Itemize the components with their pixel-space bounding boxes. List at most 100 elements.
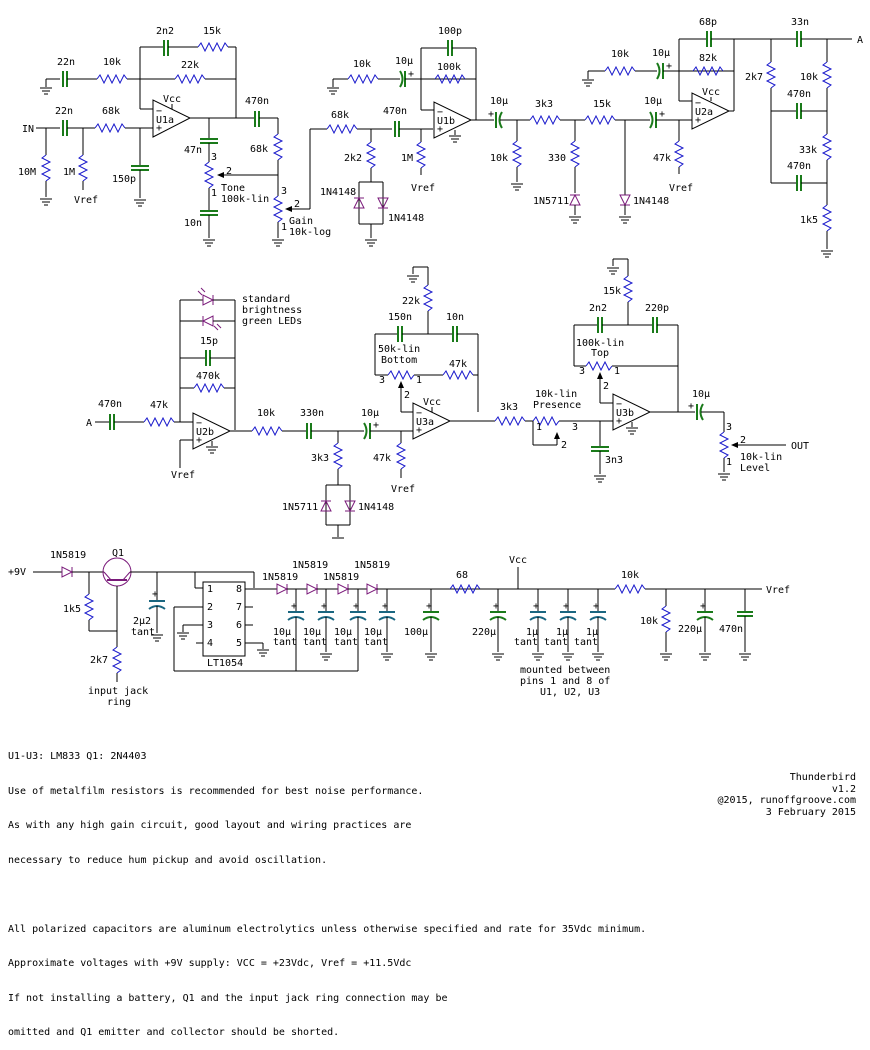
res-100k: 100k	[437, 62, 461, 73]
gain-pot-name[interactable]: Gain	[289, 216, 313, 227]
project-copyright[interactable]: @2015, runoffgroove.com	[717, 795, 856, 806]
cap-470n-s2: 470n	[383, 106, 407, 117]
res-22k-fb: 22k	[181, 60, 199, 71]
svg-text:6: 6	[236, 620, 242, 631]
cap-2u2: 2µ2	[133, 616, 151, 627]
svg-text:2: 2	[603, 381, 609, 392]
svg-text:3: 3	[379, 375, 385, 386]
res-10k-shelf: 10k	[103, 57, 121, 68]
level-pot-name[interactable]: Level	[740, 463, 770, 474]
cap-220u-a: 220µ	[472, 627, 496, 638]
tone-pot-name[interactable]: Tone	[221, 183, 245, 194]
cap-220u-b: 220µ	[678, 624, 702, 635]
svg-text:+: +	[353, 601, 359, 612]
diode-1n5819-p1: 1N5819	[262, 572, 298, 583]
cap-10u-s2: 10µ	[395, 56, 413, 67]
gain-pot-value: 10k-log	[289, 227, 331, 238]
res-2k2: 2k2	[344, 153, 362, 164]
node-a-in: A	[86, 418, 92, 429]
node-a-out: A	[857, 35, 863, 46]
svg-text:4: 4	[207, 638, 213, 649]
top-pot-name[interactable]: Top	[591, 348, 609, 359]
opamp-u1a: U1a	[156, 115, 174, 126]
cap-3n3: 3n3	[605, 455, 623, 466]
cap-470n-ps: 470n	[719, 624, 743, 635]
stage-u3a: 22k 150n 10n 50k-lin Bottom 3 1 2 47k −+…	[374, 266, 623, 483]
res-2k7: 2k7	[745, 72, 763, 83]
opamp-u3a: U3a	[416, 417, 434, 428]
jack-note-2: ring	[107, 697, 131, 708]
svg-text:−: −	[616, 399, 622, 410]
svg-text:+: +	[659, 109, 665, 120]
cap-470n-s4b: 470n	[787, 161, 811, 172]
res-10k-s3b: 10k	[611, 49, 629, 60]
cap-10u-s7: 10µ	[692, 389, 710, 400]
diode-1n5819-in: 1N5819	[50, 550, 86, 561]
opamp-u2b: U2b	[196, 427, 214, 438]
vcc-u2a: Vcc	[702, 87, 720, 98]
mount-note-1: mounted between	[520, 665, 610, 676]
svg-text:10µ: 10µ	[303, 627, 321, 638]
res-47k-s6: 47k	[449, 359, 467, 370]
cap-33n: 33n	[791, 17, 809, 28]
svg-text:Vref: Vref	[171, 470, 195, 481]
stage-u2a: + 10µ 10k 3k3 330 1N5711 15k 1N4148 + 10…	[488, 17, 735, 224]
svg-text:Vref: Vref	[391, 484, 415, 495]
vcc-u3a: Vcc	[423, 397, 441, 408]
note-line: Use of metalfilm resistors is recommende…	[8, 785, 424, 797]
project-title: Thunderbird	[789, 772, 856, 783]
cap-10n-s6: 10n	[446, 312, 464, 323]
cap-10u-s3a: 10µ	[490, 96, 508, 107]
note-line	[8, 889, 646, 901]
svg-text:+: +	[291, 601, 297, 612]
cap-100u: 100µ	[404, 627, 428, 638]
cap-470n-s5: 470n	[98, 399, 122, 410]
cap-470n-s1: 470n	[245, 96, 269, 107]
svg-text:+: +	[488, 109, 494, 120]
opamp-u2a: U2a	[695, 107, 713, 118]
presence-pot-name[interactable]: Presence	[533, 400, 581, 411]
res-10M: 10M	[18, 167, 36, 178]
schematic: IN 22n 10M 1M Vref 68k 150p 22n 10k	[8, 17, 863, 708]
res-68-ps: 68	[456, 570, 468, 581]
stage-u3b: 15k 2n2 220p 100k-lin Top 3 1 2 −+ U3b +…	[573, 258, 809, 481]
diode-1n5819-p2: 1N5819	[292, 560, 328, 571]
res-15k-s7: 15k	[603, 286, 621, 297]
svg-text:Vref: Vref	[669, 183, 693, 194]
svg-text:+: +	[156, 123, 162, 134]
diode-1n5711-s3: 1N5711	[533, 196, 569, 207]
svg-text:+: +	[593, 601, 599, 612]
svg-text:−: −	[416, 408, 422, 419]
led-note-3: green LEDs	[242, 316, 302, 327]
svg-text:−: −	[196, 418, 202, 429]
svg-text:+: +	[152, 589, 158, 600]
svg-text:+: +	[437, 124, 443, 135]
svg-text:2: 2	[561, 440, 567, 451]
vcc-rail: Vcc	[509, 555, 527, 566]
svg-text:Vref: Vref	[411, 183, 435, 194]
diode-1n5819-p4: 1N5819	[354, 560, 390, 571]
res-1k5-ps: 1k5	[63, 604, 81, 615]
svg-text:2: 2	[404, 390, 410, 401]
svg-text:1: 1	[207, 584, 213, 595]
svg-text:tant: tant	[574, 637, 598, 648]
res-15k-fb: 15k	[203, 26, 221, 37]
tone-pot-value: 100k-lin	[221, 194, 269, 205]
svg-text:+: +	[196, 435, 202, 446]
svg-text:2: 2	[740, 435, 746, 446]
mount-note-3: U1, U2, U3	[540, 687, 600, 698]
svg-text:1µ: 1µ	[556, 627, 568, 638]
res-68k-in: 68k	[102, 106, 120, 117]
res-3k3-s5: 3k3	[311, 453, 329, 464]
diode-1n4148-s5: 1N4148	[358, 502, 394, 513]
svg-text:tant: tant	[334, 637, 358, 648]
svg-text:3: 3	[572, 422, 578, 433]
svg-text:+: +	[416, 425, 422, 436]
bottom-pot-name[interactable]: Bottom	[381, 355, 417, 366]
diode-1n5819-p3: 1N5819	[323, 572, 359, 583]
svg-text:+: +	[695, 115, 701, 126]
svg-text:1µ: 1µ	[586, 627, 598, 638]
note-line: Approximate voltages with +9V supply: VC…	[8, 958, 412, 969]
